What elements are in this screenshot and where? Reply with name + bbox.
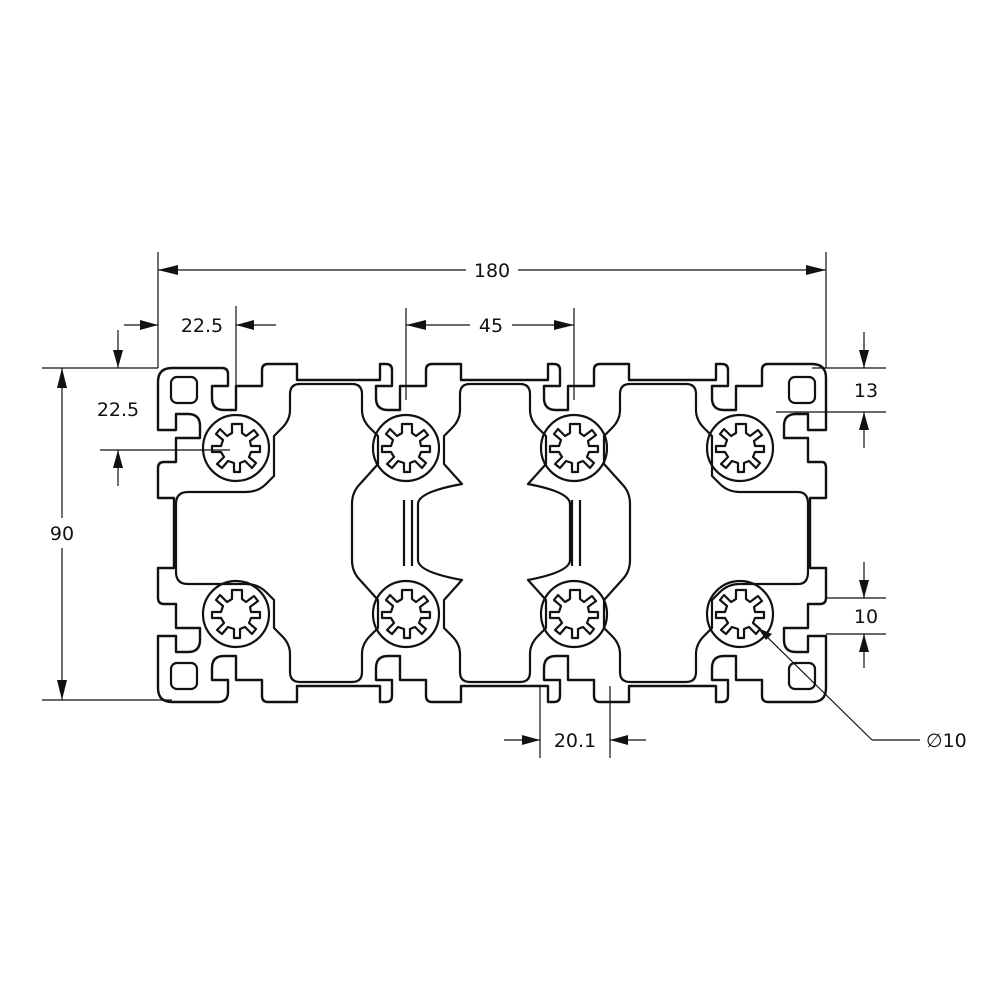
corner-pocket — [169, 661, 199, 691]
core-bore — [371, 413, 441, 483]
core-bore — [539, 579, 609, 649]
dimension-edge-offset-x: 22.5 — [124, 306, 276, 400]
dimension-slot-opening: 20.1 — [504, 686, 646, 758]
core-bore — [539, 413, 609, 483]
inner-cavities — [174, 382, 810, 684]
dimension-label: ∅10 — [926, 730, 967, 752]
dimension-edge-offset-y: 22.5 — [42, 330, 230, 486]
dimension-label: 13 — [854, 380, 878, 402]
dimension-slot-pitch: 45 — [405, 308, 575, 400]
corner-pocket — [787, 375, 817, 405]
dimension-overall-width: 180 — [157, 252, 827, 368]
dimension-label: 90 — [50, 523, 74, 545]
diameter-symbol: ∅ — [926, 730, 943, 752]
core-bores — [201, 413, 775, 649]
dimension-label: 10 — [854, 606, 878, 628]
dimension-slot-depth: 13 — [776, 332, 886, 448]
profile-outline — [156, 362, 828, 704]
dimension-bore-diameter: ∅10 — [758, 628, 967, 752]
dimension-label: 180 — [474, 260, 510, 282]
dimension-overall-height: 90 — [42, 368, 172, 701]
dimension-side-slot-width: 10 — [826, 562, 886, 668]
bore-diameter-value: 10 — [943, 730, 967, 752]
core-bore — [705, 413, 775, 483]
dimension-label: 22.5 — [97, 399, 139, 421]
core-bore — [705, 579, 775, 649]
core-bore — [371, 579, 441, 649]
corner-pocket — [169, 375, 199, 405]
core-bore — [201, 579, 271, 649]
dimension-label: 45 — [479, 315, 503, 337]
dimension-label: 20.1 — [554, 730, 596, 752]
core-bore — [201, 413, 271, 483]
corner-pocket — [787, 661, 817, 691]
dimension-label: 22.5 — [181, 315, 223, 337]
